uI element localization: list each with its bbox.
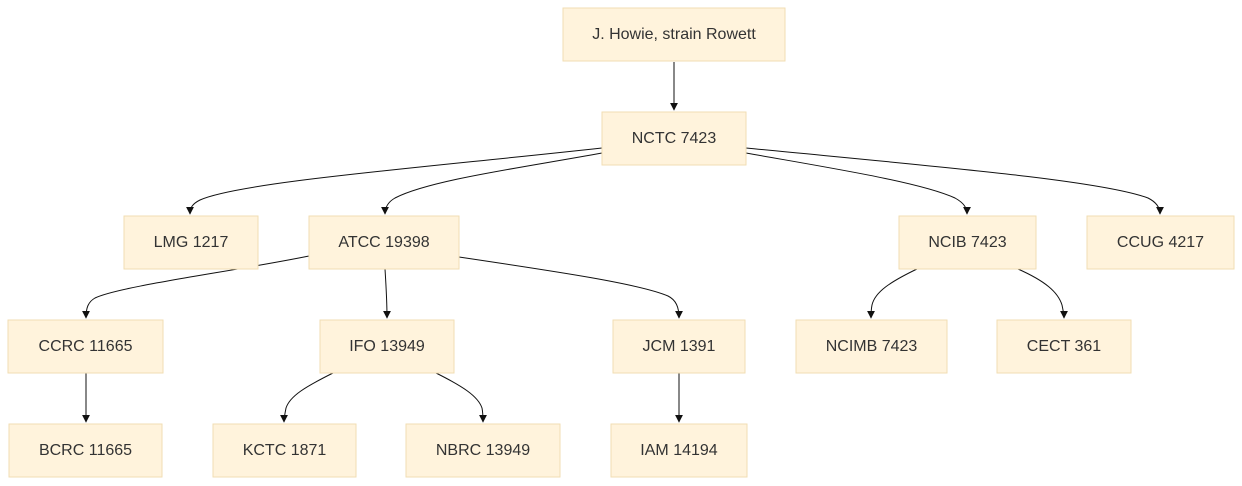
edge-atcc-to-jcm [458,256,683,319]
node-box [319,319,455,374]
node-nctc: NCTC 7423 [601,111,747,166]
node-label: J. Howie, strain Rowett [592,26,756,43]
node-box [795,319,948,374]
node-label: NCTC 7423 [632,130,717,147]
node-jcm: JCM 1391 [612,319,746,374]
node-box [996,319,1132,374]
node-label: CCRC 11665 [39,338,133,355]
node-label: CCUG 4217 [1117,234,1204,251]
node-iam: IAM 14194 [610,423,748,478]
node-kctc: KCTC 1871 [212,423,357,478]
node-bcrc: BCRC 11665 [8,423,163,478]
node-ccug: CCUG 4217 [1086,215,1235,270]
node-label: KCTC 1871 [243,442,327,459]
node-cect: CECT 361 [996,319,1132,374]
node-nbrc: NBRC 13949 [405,423,561,478]
edge-ncib-to-ncimb [867,268,918,319]
node-box [405,423,561,478]
node-box [610,423,748,478]
edge-nctc-to-ncib [745,152,971,215]
edge-atcc-to-ifo [382,268,391,319]
node-label: BCRC 11665 [39,442,132,459]
node-box [8,423,163,478]
node-label: CECT 361 [1027,338,1102,355]
edge-ncib-to-cect [1017,268,1068,319]
node-box [308,215,460,270]
node-ncib: NCIB 7423 [898,215,1037,270]
node-box [898,215,1037,270]
node-label: IFO 13949 [349,338,425,355]
edge-nctc-to-ccug [745,147,1164,215]
node-ncimb: NCIMB 7423 [795,319,948,374]
node-label: IAM 14194 [640,442,717,459]
node-atcc: ATCC 19398 [308,215,460,270]
node-ccrc: CCRC 11665 [7,319,164,374]
node-label: ATCC 19398 [338,234,429,251]
node-box [562,7,786,62]
node-box [612,319,746,374]
edge-ifo-to-kctc [280,372,334,423]
node-label: LMG 1217 [154,234,229,251]
node-ifo: IFO 13949 [319,319,455,374]
node-box [212,423,357,478]
node-box [123,215,259,270]
node-label: NCIMB 7423 [826,338,918,355]
node-lmg: LMG 1217 [123,215,259,270]
node-box [601,111,747,166]
edge-nctc-to-lmg [186,147,603,215]
node-label: JCM 1391 [643,338,716,355]
node-label: NCIB 7423 [928,234,1006,251]
node-box [7,319,164,374]
node-label: NBRC 13949 [436,442,530,459]
edge-ifo-to-nbrc [435,372,487,423]
node-box [1086,215,1235,270]
node-root: J. Howie, strain Rowett [562,7,786,62]
edge-nctc-to-atcc [381,152,603,215]
